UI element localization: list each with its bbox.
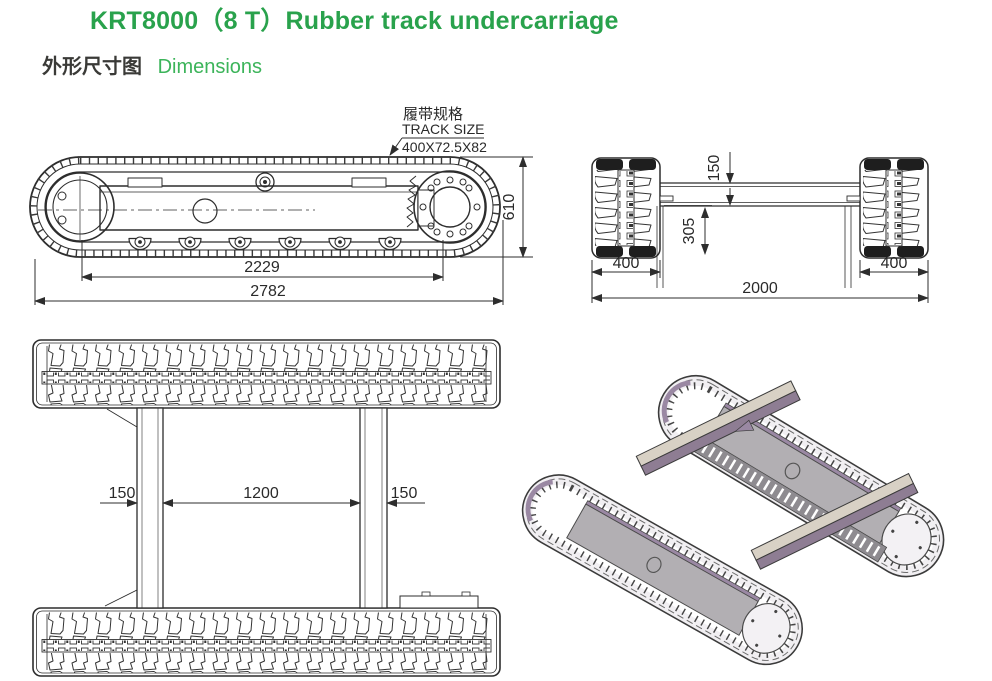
dim-track-width-right: 400 xyxy=(881,255,908,272)
sprocket-teeth xyxy=(406,175,417,228)
dim-track-height: 610 xyxy=(501,194,518,221)
top-view-cross-beams xyxy=(104,407,388,609)
page-title: KRT8000（8 T）Rubber track undercarriage xyxy=(90,7,619,35)
track-size-label-zh: 履带规格 xyxy=(403,106,463,123)
dim-track-width-left: 400 xyxy=(613,255,640,272)
page-subtitle: 外形尺寸图 Dimensions xyxy=(42,50,262,79)
side-view-dimensions xyxy=(34,156,533,305)
dim-wheelbase: 2229 xyxy=(244,259,280,276)
subtitle-english: Dimensions xyxy=(157,56,263,78)
track-size-value: 400X72.5X82 xyxy=(402,139,487,155)
track-size-label-en: TRACK SIZE xyxy=(402,121,484,137)
dim-beam-clearance: 305 xyxy=(681,218,698,245)
dim-beam-height: 150 xyxy=(706,155,723,182)
front-cross-beam xyxy=(656,182,861,288)
top-view: 150 1200 150 xyxy=(32,339,501,677)
side-view-frame xyxy=(99,177,435,231)
top-view-upper-track xyxy=(32,339,501,409)
track-size-callout: 履带规格 TRACK SIZE 400X72.5X82 xyxy=(389,106,487,156)
dim-overall-width: 2000 xyxy=(742,280,778,297)
dim-beam-width-right: 150 xyxy=(391,485,418,502)
top-view-lower-track xyxy=(32,607,501,677)
front-right-track xyxy=(859,157,929,259)
dim-overall-length: 2782 xyxy=(250,283,286,300)
top-view-bracket xyxy=(399,591,479,609)
bottom-rollers xyxy=(128,236,402,251)
sprocket-bolt-holes xyxy=(419,176,481,238)
front-view: 150 305 400 400 2000 xyxy=(591,152,929,303)
isometric-view xyxy=(510,362,958,677)
iso-cross-beam-rear xyxy=(750,472,919,570)
dim-beam-width-left: 150 xyxy=(109,485,136,502)
idler-wheel xyxy=(45,172,115,242)
side-view: 履带规格 TRACK SIZE 400X72.5X82 2229 2782 61… xyxy=(29,106,533,305)
iso-cross-beam-front xyxy=(635,380,801,476)
frame-center-hole xyxy=(192,198,218,224)
front-view-dimensions xyxy=(591,152,929,303)
front-left-track xyxy=(591,157,661,259)
sprocket-wheel xyxy=(406,170,487,244)
dim-beam-spacing: 1200 xyxy=(243,485,279,502)
subtitle-chinese: 外形尺寸图 xyxy=(42,56,142,78)
side-view-top-roller xyxy=(255,172,275,192)
